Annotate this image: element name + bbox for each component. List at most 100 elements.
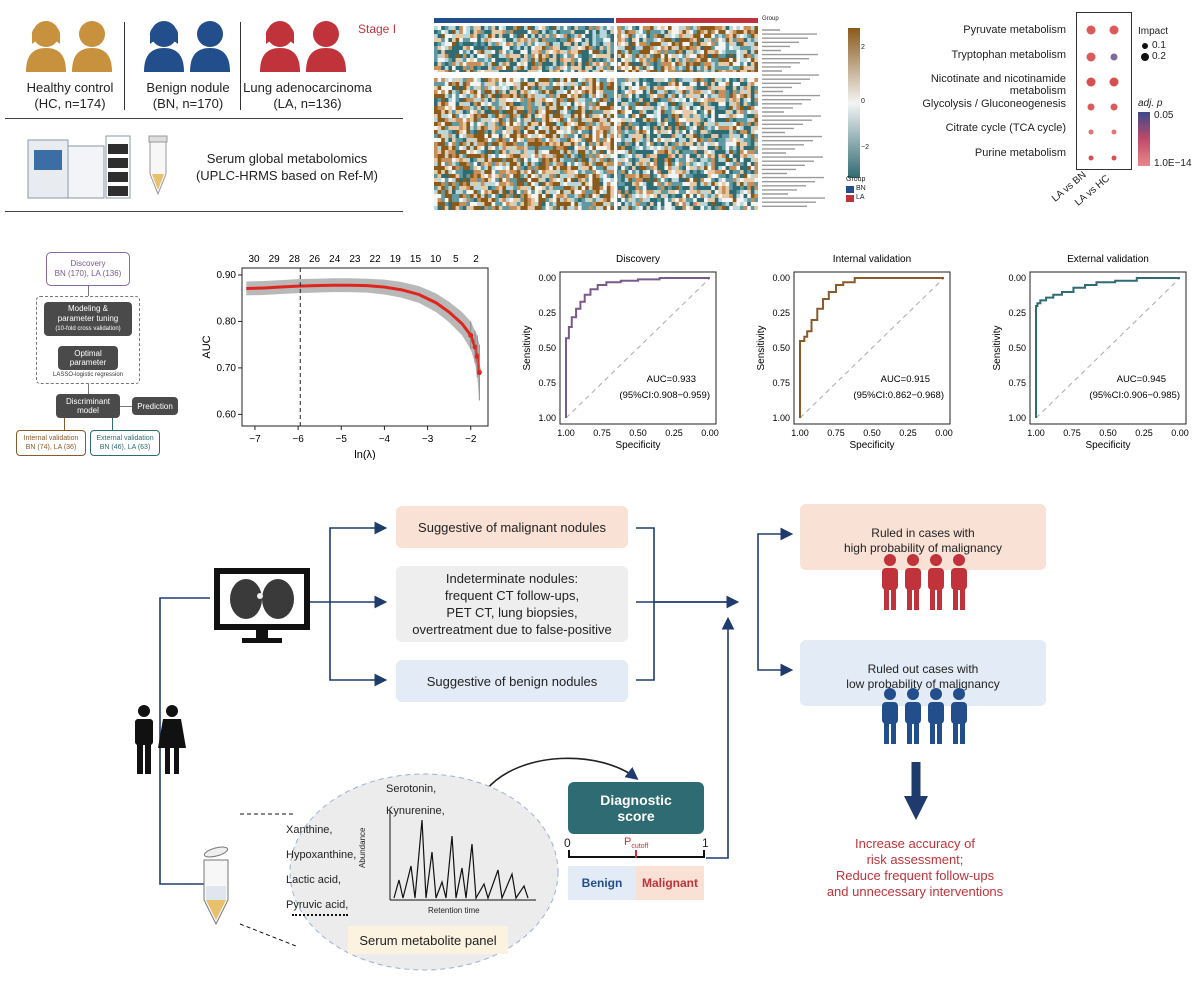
- heatmap-cell: [549, 30, 554, 35]
- heatmap-cell: [459, 26, 464, 31]
- heatmap-cell: [549, 178, 554, 183]
- heatmap-cell: [718, 174, 723, 179]
- heatmap-cell: [740, 194, 744, 199]
- heatmap-cell: [754, 162, 758, 167]
- heatmap-cell: [747, 62, 752, 67]
- heatmap-cell: [660, 194, 665, 199]
- heatmap-cell: [455, 174, 460, 179]
- heatmap-cell: [628, 178, 633, 183]
- heatmap-cell: [599, 118, 604, 123]
- heatmap-cell: [560, 90, 564, 95]
- heatmap-cell: [610, 66, 615, 71]
- heatmap-cell: [664, 110, 669, 115]
- heatmap-cell: [444, 190, 449, 195]
- heatmap-cell: [560, 198, 564, 203]
- heatmap-cell: [466, 182, 471, 187]
- heatmap-cell: [722, 134, 726, 139]
- heatmap-cell: [552, 194, 557, 199]
- heatmap-cell: [722, 198, 726, 203]
- heatmap-cell: [678, 198, 683, 203]
- heatmap-cell: [689, 34, 694, 39]
- heatmap-cell: [588, 82, 593, 87]
- heatmap-cell: [686, 114, 690, 119]
- roc-curve: [799, 277, 944, 418]
- heatmap-cell: [646, 26, 651, 31]
- metabolite: Kynurenine,: [386, 805, 445, 817]
- heatmap-cell: [599, 54, 604, 59]
- heatmap-cell: [484, 174, 489, 179]
- heatmap-cell: [736, 90, 741, 95]
- heatmap-cell: [534, 90, 539, 95]
- heatmap-cell: [516, 138, 521, 143]
- heatmap-cell: [704, 34, 708, 39]
- hc-count: (HC, n=174): [34, 96, 106, 111]
- heatmap-cell: [585, 58, 590, 63]
- heatmap-cell: [495, 122, 500, 127]
- heatmap-cell: [750, 126, 755, 131]
- heatmap-cell: [509, 42, 514, 47]
- heatmap-cell: [610, 190, 615, 195]
- heatmap-cell: [754, 114, 758, 119]
- heatmap-cell: [678, 146, 683, 151]
- heatmap-cell: [657, 98, 662, 103]
- heatmap-cell: [588, 38, 593, 43]
- heatmap-cell: [513, 110, 518, 115]
- heatmap-cell: [624, 78, 629, 83]
- heatmap-cell: [678, 98, 683, 103]
- heatmap-cell: [470, 30, 474, 35]
- heatmap-cell: [502, 66, 507, 71]
- heatmap-cell: [718, 94, 723, 99]
- heatmap-cell: [624, 158, 629, 163]
- heatmap-cell: [578, 82, 582, 87]
- heatmap-cell: [516, 170, 521, 175]
- heatmap-cell: [754, 142, 758, 147]
- heatmap-cell: [441, 118, 446, 123]
- heatmap-cell: [750, 30, 755, 35]
- heatmap-cell: [729, 38, 734, 43]
- heatmap-cell: [452, 122, 456, 127]
- heatmap-cell: [484, 26, 489, 31]
- heatmap-cell: [498, 126, 503, 131]
- heatmap-cell: [750, 78, 755, 83]
- heatmap-cell: [498, 94, 503, 99]
- heatmap-cell: [567, 102, 572, 107]
- heatmap-cell: [711, 154, 716, 159]
- heatmap-cell: [563, 162, 568, 167]
- heatmap-cell: [596, 126, 600, 131]
- heatmap-cell: [718, 42, 723, 47]
- heatmap-cell: [578, 198, 582, 203]
- heatmap-cell: [549, 202, 554, 207]
- heatmap-cell: [477, 106, 482, 111]
- heatmap-cell: [452, 34, 456, 39]
- heatmap-cell: [534, 198, 539, 203]
- heatmap-cell: [657, 114, 662, 119]
- heatmap-cell: [527, 154, 532, 159]
- heatmap-cell: [642, 118, 647, 123]
- heatmap-cell: [545, 38, 550, 43]
- heatmap-cell: [455, 134, 460, 139]
- heatmap-cell: [704, 26, 708, 31]
- heatmap-cell: [520, 166, 525, 171]
- heatmap-cell: [516, 78, 521, 83]
- heatmap-cell: [527, 66, 532, 71]
- top-tick-label: 28: [289, 254, 301, 265]
- heatmap-cell: [455, 42, 460, 47]
- heatmap-cell: [466, 62, 471, 67]
- heatmap-cell: [664, 94, 669, 99]
- heatmap-cell: [707, 170, 712, 175]
- pathway-dot: [1110, 103, 1118, 111]
- heatmap-cell: [736, 198, 741, 203]
- heatmap-cell: [527, 42, 532, 47]
- heatmap-cell: [642, 138, 647, 143]
- heatmap-cell: [437, 202, 442, 207]
- heatmap-cell: [480, 154, 485, 159]
- heatmap-cell: [711, 54, 716, 59]
- heatmap-cell: [678, 206, 683, 210]
- heatmap-cell: [693, 54, 698, 59]
- heatmap-cell: [502, 166, 507, 171]
- pathway-dots: [1086, 25, 1119, 161]
- heatmap-cell: [610, 38, 615, 43]
- heatmap-cell: [606, 154, 611, 159]
- heatmap-cell: [678, 170, 683, 175]
- heatmap-cell: [740, 138, 744, 143]
